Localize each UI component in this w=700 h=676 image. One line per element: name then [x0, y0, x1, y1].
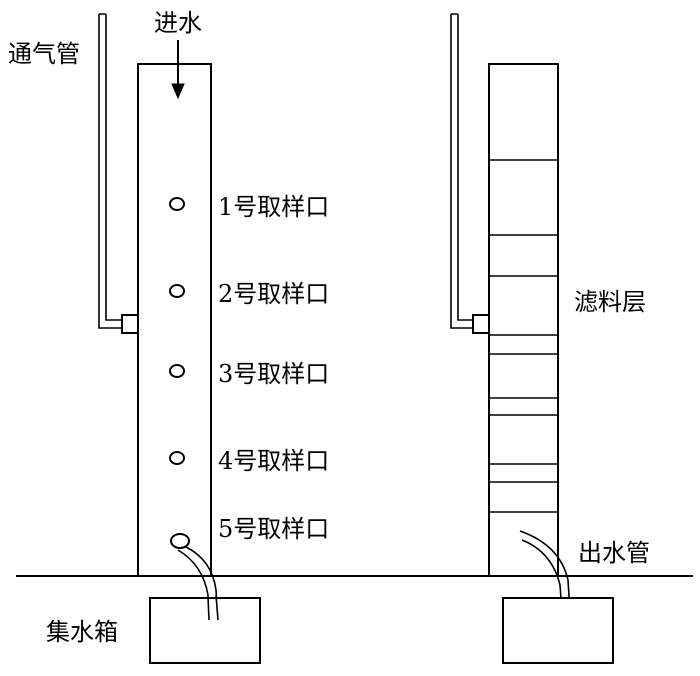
label-water-inlet: 进水 [154, 9, 202, 37]
label-sampling-port-1: 1号取样口 [218, 193, 329, 221]
sampling-port-5 [170, 533, 190, 549]
inlet-arrowhead [171, 83, 185, 100]
sampling-port-1 [169, 197, 185, 211]
label-filter-layer: 滤料层 [574, 288, 646, 316]
left-collection-tank [149, 597, 261, 664]
left-air-pipe [98, 13, 122, 329]
right-column-body [488, 63, 559, 577]
sampling-port-2 [169, 284, 185, 298]
left-tank-tube-end [207, 594, 219, 621]
label-sampling-port-5: 5号取样口 [218, 515, 329, 543]
right-outlet-pipe [519, 530, 571, 613]
left-column-body [137, 63, 212, 577]
sampling-port-4 [169, 451, 185, 465]
left-air-pipe-connector [121, 314, 139, 334]
right-collection-tank [502, 597, 614, 664]
right-column [450, 13, 571, 613]
left-outlet-tube [177, 546, 219, 621]
label-sampling-port-2: 2号取样口 [218, 280, 329, 308]
filter-layer-lines [489, 159, 558, 513]
label-outlet-pipe: 出水管 [578, 539, 650, 567]
right-air-pipe [450, 13, 473, 329]
left-column [98, 13, 219, 621]
sampling-port-3 [169, 364, 185, 378]
label-sampling-port-4: 4号取样口 [218, 447, 329, 475]
right-air-pipe-connector [472, 314, 490, 334]
label-collection-tank: 集水箱 [46, 618, 118, 646]
label-sampling-port-3: 3号取样口 [218, 360, 329, 388]
label-air-pipe: 通气管 [8, 40, 80, 68]
